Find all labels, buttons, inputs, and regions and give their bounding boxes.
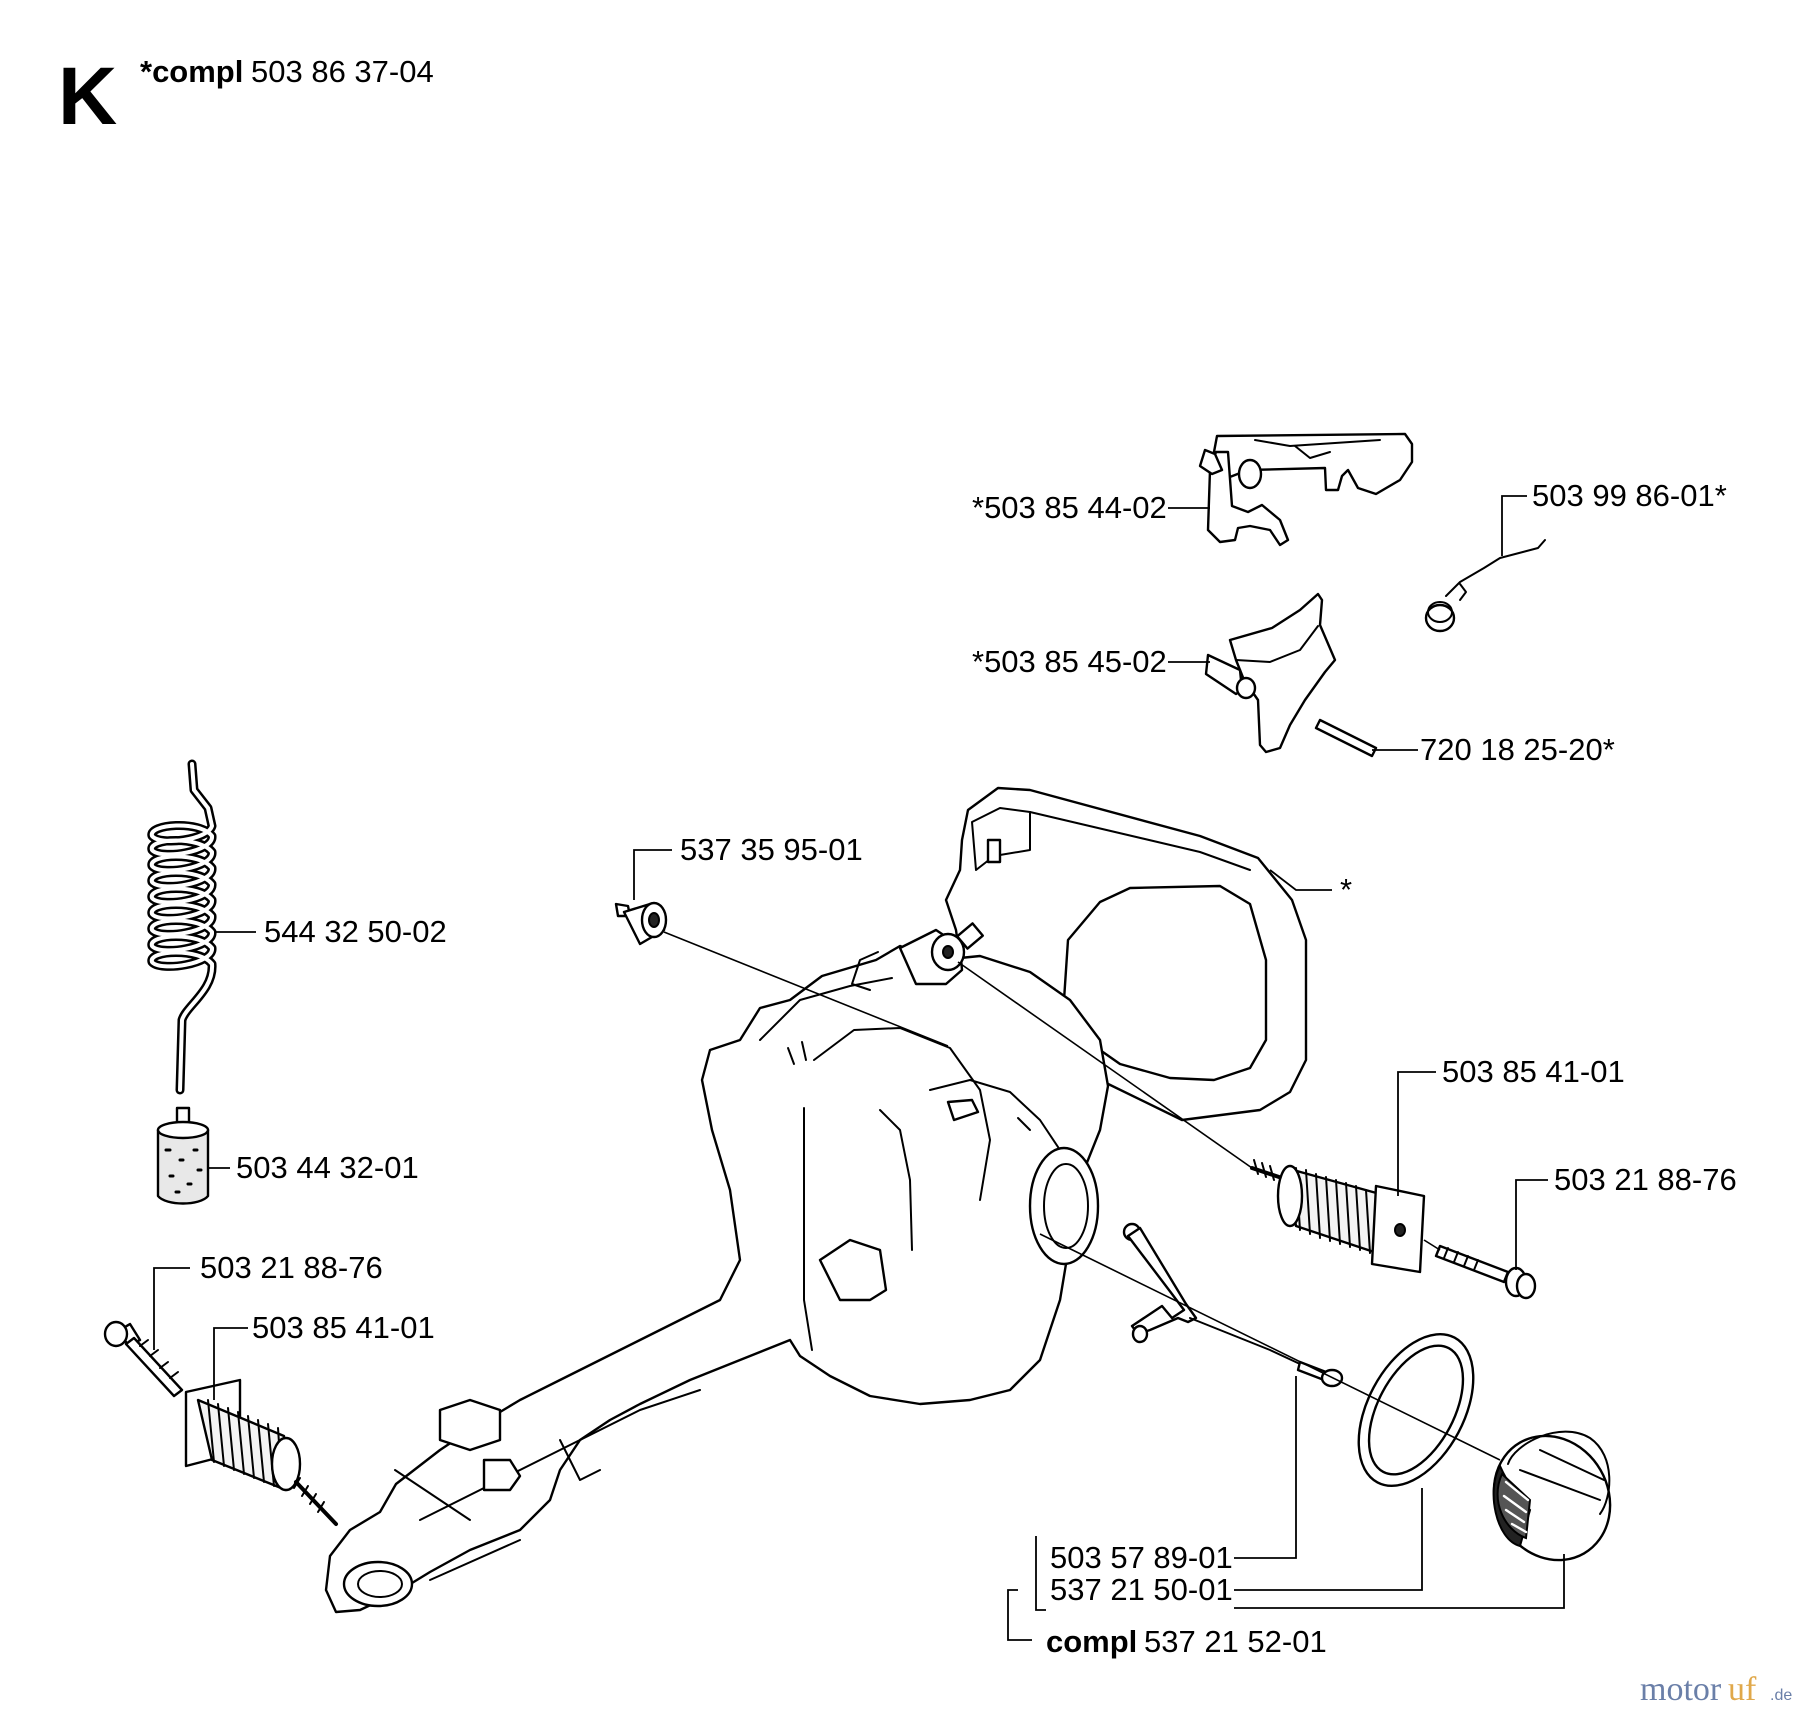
leader-tank (1269, 869, 1332, 891)
label-screw-left: 503 21 88-76 (200, 1250, 383, 1285)
watermark-part1: motor (1640, 1671, 1722, 1708)
pin-part (1314, 718, 1378, 758)
fuel-hose-part (147, 759, 217, 1095)
label-gasket: 537 21 50-01 (1050, 1572, 1233, 1607)
assembly-compl-number: 503 86 37-04 (251, 54, 434, 89)
leader-av-spring-right (1397, 1071, 1436, 1196)
axis-line-bushing (663, 931, 949, 1047)
label-av-spring-left: 503 85 41-01 (252, 1310, 435, 1345)
label-tank-asterisk: * (1340, 872, 1352, 907)
label-fuel-filter: 503 44 32-01 (236, 1150, 419, 1185)
bracket-cap-compl (1007, 1589, 1032, 1641)
axis-line-av-right (957, 961, 1253, 1169)
screw-left-part (103, 1320, 184, 1398)
leader-strap (1234, 1376, 1297, 1559)
gasket-part (1357, 1332, 1475, 1488)
label-strap: 503 57 89-01 (1050, 1540, 1233, 1575)
section-letter: K (58, 51, 117, 142)
watermark-part3: .de (1770, 1687, 1792, 1704)
label-av-spring-right: 503 85 41-01 (1442, 1054, 1625, 1089)
bushing-part (614, 901, 668, 946)
assembly-compl-prefix: *compl (140, 54, 243, 89)
leader-trigger-spring (1501, 495, 1527, 556)
axis-line-screw-right (1423, 1239, 1441, 1251)
label-throttle-lockout: *503 85 45-02 (972, 644, 1167, 679)
label-cap-compl-number: 537 21 52-01 (1144, 1624, 1327, 1659)
axis-line-cap (1039, 1233, 1501, 1461)
leader-av-spring-left (213, 1327, 248, 1400)
fuel-tank-housing (324, 786, 1308, 1614)
label-screw-right: 503 21 88-76 (1554, 1162, 1737, 1197)
label-fuel-hose: 544 32 50-02 (264, 914, 447, 949)
av-spring-left-part (184, 1378, 338, 1526)
leader-fuel-cap (1234, 1554, 1565, 1609)
strap-part (1122, 1222, 1344, 1388)
av-spring-right-part (1250, 1159, 1426, 1274)
screw-right-part (1434, 1244, 1537, 1300)
leader-gasket (1234, 1488, 1423, 1591)
trigger-spring-part (1424, 539, 1546, 633)
leader-screw-right (1515, 1179, 1548, 1270)
fuel-filter-part (156, 1106, 210, 1205)
label-bushing: 537 35 95-01 (680, 832, 863, 867)
leader-bushing (633, 849, 672, 900)
label-throttle-trigger: *503 85 44-02 (972, 490, 1167, 525)
throttle-lockout-part (1204, 592, 1337, 754)
label-pin: 720 18 25-20* (1420, 732, 1615, 767)
watermark: motor uf .de (1640, 1671, 1792, 1708)
label-trigger-spring: 503 99 86-01* (1532, 478, 1727, 513)
fuel-cap-part (1492, 1430, 1612, 1562)
bracket-cap-set (1035, 1536, 1046, 1611)
label-cap-compl-prefix: compl (1046, 1624, 1137, 1659)
watermark-part2: uf (1728, 1671, 1757, 1708)
leader-screw-left (153, 1267, 190, 1350)
throttle-trigger-part (1198, 432, 1414, 547)
